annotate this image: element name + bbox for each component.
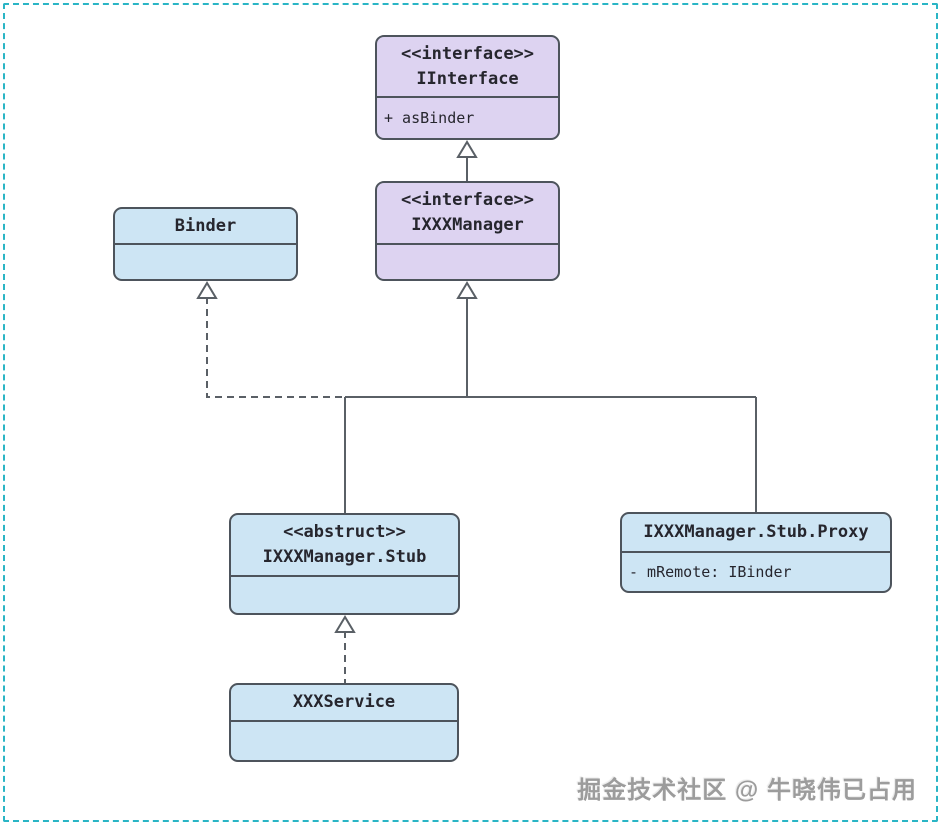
class-box-xxxservice[interactable]: XXXService: [229, 683, 459, 762]
class-header: <<interface>> IXXXManager: [377, 183, 558, 245]
class-box-ixxxmanager[interactable]: <<interface>> IXXXManager: [375, 181, 560, 281]
hollow-triangle-arrowhead-iinterface: [456, 140, 478, 158]
class-header: XXXService: [231, 685, 457, 722]
class-box-binder[interactable]: Binder: [113, 207, 298, 281]
class-member-row: + asBinder: [384, 109, 475, 127]
class-name: XXXService: [292, 692, 396, 712]
class-stereotype: <<interface>>: [400, 43, 535, 64]
class-member-row: [231, 577, 458, 613]
class-box-iinterface[interactable]: <<interface>> IInterface + asBinder: [375, 35, 560, 140]
class-member-row: [231, 722, 457, 760]
watermark-text: 掘金技术社区 @ 牛晓伟已占用: [577, 777, 917, 804]
class-name: IXXXManager: [411, 215, 524, 235]
hollow-triangle-arrowhead-binder: [196, 281, 218, 299]
class-header: Binder: [115, 209, 296, 245]
hollow-triangle-arrowhead-stub: [334, 615, 356, 633]
class-stereotype: <<interface>>: [400, 190, 535, 210]
class-name: IXXXManager.Stub.Proxy: [643, 522, 869, 542]
class-member-row: - mRemote: IBinder: [629, 563, 792, 581]
class-header: <<abstruct>> IXXXManager.Stub: [231, 515, 458, 577]
class-name: IXXXManager.Stub: [262, 547, 427, 567]
class-stereotype: <<abstruct>>: [283, 522, 406, 542]
hollow-triangle-arrowhead-ixxxmanager: [456, 281, 478, 299]
class-box-ixxxmanager-stub-proxy[interactable]: IXXXManager.Stub.Proxy - mRemote: IBinde…: [620, 512, 892, 593]
class-header: IXXXManager.Stub.Proxy: [622, 514, 890, 553]
class-header: <<interface>> IInterface: [377, 37, 558, 98]
class-name: Binder: [174, 215, 237, 236]
realization-stub-to-binder-line: [206, 297, 344, 398]
class-box-ixxxmanager-stub[interactable]: <<abstruct>> IXXXManager.Stub: [229, 513, 460, 615]
class-name: IInterface: [416, 68, 519, 89]
class-member-row: [115, 245, 296, 279]
class-member-row: [377, 245, 558, 279]
